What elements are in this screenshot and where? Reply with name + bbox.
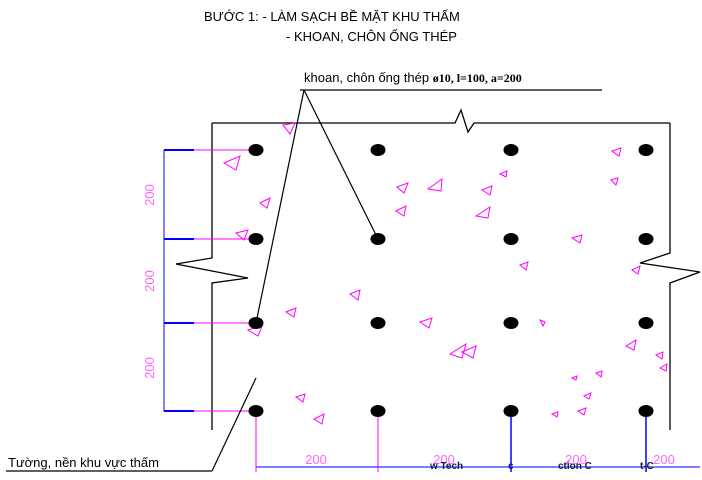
aggregate-mark [284,307,297,318]
wall-leader [211,377,257,472]
aggregate-mark [570,234,583,244]
aggregate-mark [576,407,587,416]
leader-lines [6,89,602,472]
watermark-text-2: c [508,461,514,472]
pipe-annotation-text: khoan, chôn ống thép [304,70,430,85]
aggregate-mark [460,345,477,359]
h-dim-text-3: 200 [565,452,587,467]
pipe-hole [503,405,519,417]
aggregate-mark [259,197,271,209]
pipe-hole [248,144,264,156]
aggregate-mark [222,155,241,171]
watermark-text-3: ction C [558,461,592,472]
pipe-hole [370,405,386,417]
aggregate-mark [234,229,249,241]
wall-right-edge [639,123,701,358]
pipe-annotation: khoan, chôn ống thép ø10, l=100, a=200 [304,70,522,86]
pipe-leader-right [303,89,379,240]
pipe-hole [248,405,264,417]
aggregate-mark [348,289,361,301]
aggregate-mark [480,185,493,196]
pipe-hole [638,317,654,329]
aggregate-mark [550,411,559,418]
title-line-2: - KHOAN, CHÔN ỐNG THÉP [286,29,457,44]
aggregate-mark [418,317,433,329]
pipe-annotation-spec: ø10, l=100, a=200 [432,71,522,85]
aggregate-marks [222,122,668,425]
watermark-text-4: t-C [640,461,654,472]
v-dim-text-1: 200 [142,184,157,206]
aggregate-mark [610,147,622,157]
aggregate-mark [631,265,641,275]
h-dim-text-1: 200 [305,452,327,467]
horizontal-dimension: 200 200 200 200 [255,411,700,472]
wall-outline [175,108,701,430]
pipe-hole [503,233,519,245]
wall-top-edge-left [212,108,670,134]
aggregate-mark [294,393,306,403]
pipe-hole [638,233,654,245]
h-dim-text-4: 200 [653,452,675,467]
aggregate-mark [312,413,325,425]
aggregate-mark [654,351,664,360]
pipe-hole [248,233,264,245]
aggregate-mark [426,177,443,192]
pipe-hole [503,144,519,156]
aggregate-mark [282,122,296,135]
h-dim-text-2: 200 [433,452,455,467]
aggregate-mark [474,205,491,219]
pipe-leader-left [255,89,305,324]
aggregate-mark [570,375,578,381]
aggregate-mark [498,170,508,178]
title-line-1: BƯỚC 1: - LÀM SẠCH BỀ MẶT KHU THẤM [204,9,460,24]
hole-grid [248,144,654,417]
aggregate-mark [624,338,637,351]
pipe-hole [370,144,386,156]
pipe-hole [638,144,654,156]
aggregate-mark [396,182,409,194]
pipe-hole [503,317,519,329]
aggregate-mark [658,363,668,372]
aggregate-mark [538,319,546,328]
watermark-fragments: w Tech c ction C t-C [429,461,654,472]
aggregate-mark [394,205,407,217]
wall-annotation: Tường, nền khu vực thấm [8,455,159,470]
aggregate-mark [610,177,619,186]
aggregate-mark [582,392,592,400]
pipe-hole [638,405,654,417]
vertical-dimension: 200 200 200 [142,149,256,412]
v-dim-text-3: 200 [142,357,157,379]
v-dim-text-2: 200 [142,270,157,292]
pipe-hole [370,317,386,329]
wall-left-edge [175,123,249,430]
aggregate-mark [594,370,603,378]
watermark-text-1: w Tech [429,461,463,472]
aggregate-mark [519,261,529,271]
